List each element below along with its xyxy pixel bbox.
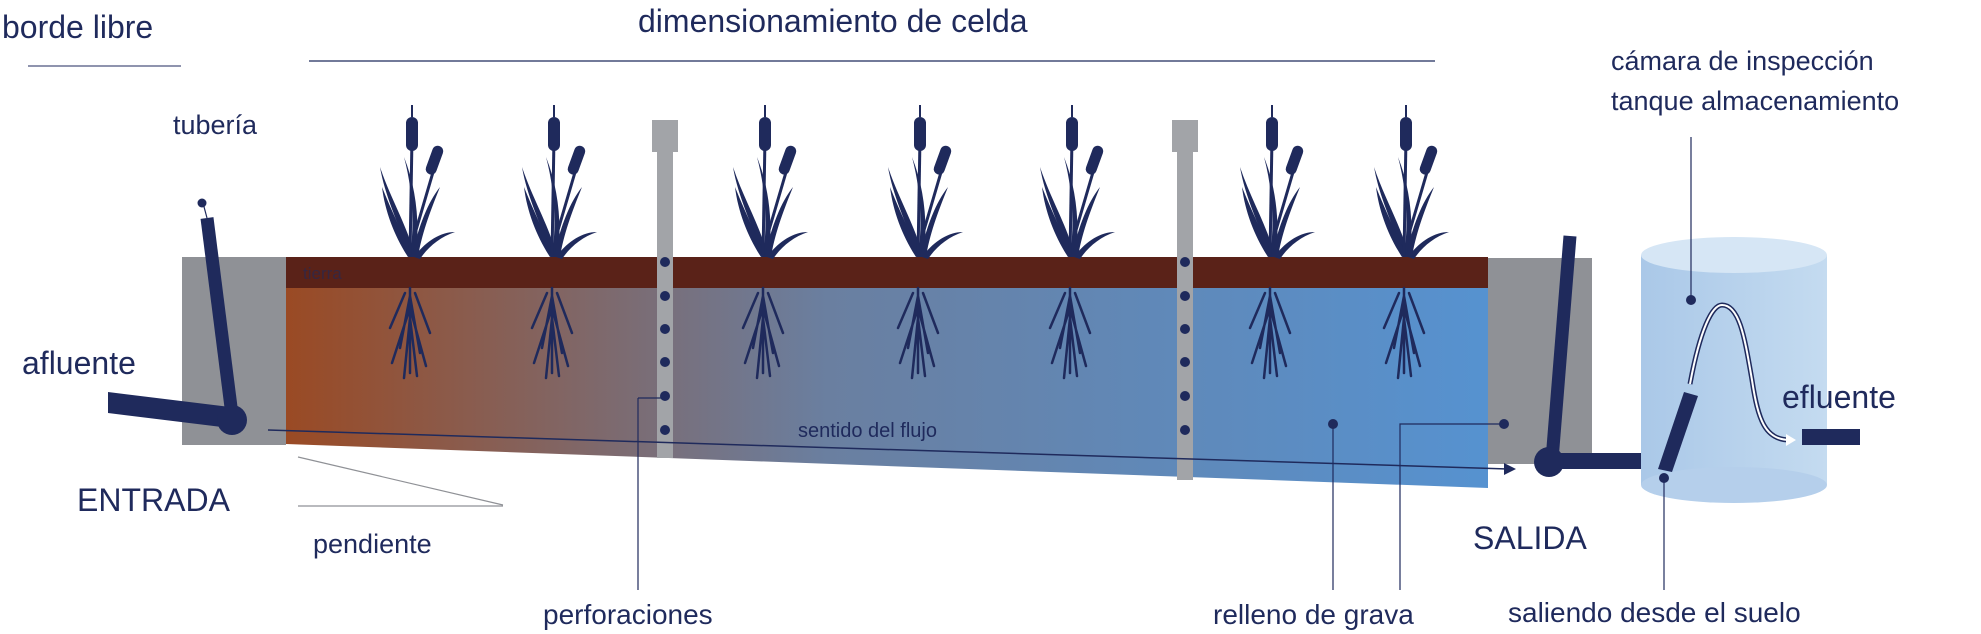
perforations-label: perforaciones [543, 599, 713, 630]
gravel-fill-label: relleno de grava [1213, 599, 1414, 630]
outlet-wall [1488, 258, 1592, 464]
pipe-label: tubería [173, 110, 258, 140]
effluent-outlet [1802, 429, 1860, 445]
flow-arrow [267, 429, 1516, 475]
chamber-label-line1: cámara de inspección [1611, 46, 1874, 76]
influent-label: afluente [22, 345, 136, 381]
inspection-tank [1641, 237, 1827, 503]
tank-riser-pipe [1658, 392, 1698, 472]
pipe-marker [197, 198, 207, 208]
soil-label: tierra [303, 264, 342, 283]
soil-layer [286, 257, 1488, 288]
inlet-pipe [108, 217, 247, 435]
slope-label: pendiente [313, 529, 432, 559]
perforations-leader [637, 397, 665, 590]
slope-line-upper [297, 456, 504, 506]
flow-direction-label: sentido del flujo [798, 420, 937, 442]
coming-from-bottom-label: saliendo desde el suelo [1508, 597, 1801, 628]
outlet-label: SALIDA [1473, 520, 1587, 556]
cell-sizing-label: dimensionamiento de celda [638, 3, 1028, 39]
inlet-label: ENTRADA [77, 482, 231, 518]
chamber-leader [1686, 137, 1696, 305]
perforated-pipe-1 [652, 120, 678, 458]
chamber-label-line2: tanque almacenamiento [1611, 86, 1899, 116]
free-board-label: borde libre [2, 9, 153, 45]
outlet-pipe [1534, 235, 1664, 477]
gravel-bed [286, 288, 1488, 488]
bottom-outlet-leader [1659, 473, 1669, 590]
gravel-leader [1328, 419, 1509, 590]
siphon-arrow [1786, 434, 1796, 446]
perforated-pipe-2 [1172, 120, 1198, 480]
effluent-label: efluente [1782, 379, 1896, 415]
